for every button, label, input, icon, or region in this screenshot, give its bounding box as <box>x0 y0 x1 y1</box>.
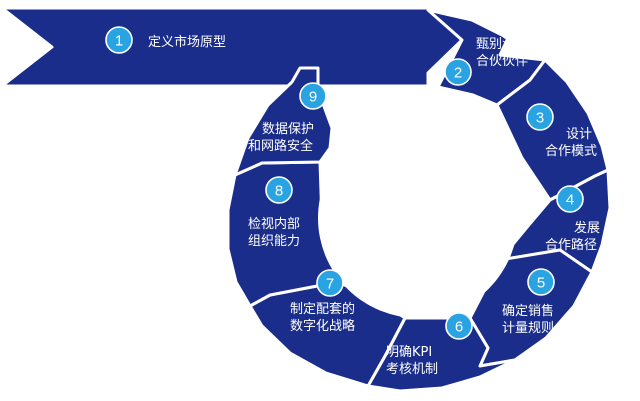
step-4-label-line1: 发展 <box>574 220 600 236</box>
step-2-label-line2: 合伙伙伴 <box>476 54 528 69</box>
step-9-label-line2: 和网路安全 <box>248 138 313 154</box>
step-1-badge: 1 <box>105 26 133 54</box>
step-2-label-line1: 甄别潜在 <box>476 37 528 52</box>
step-7-label-line1: 制定配套的 <box>290 301 355 317</box>
step-3-label-line1: 设计 <box>566 127 592 142</box>
step-8-label-line1: 检视内部 <box>248 216 300 232</box>
svg-text:9: 9 <box>309 89 317 106</box>
step-3-badge: 3 <box>526 103 554 131</box>
step-7-badge: 7 <box>316 269 344 297</box>
svg-text:5: 5 <box>537 275 545 292</box>
svg-text:7: 7 <box>326 276 334 293</box>
step-7-label-line2: 数字化战略 <box>290 318 355 334</box>
step-8-badge: 8 <box>265 176 293 204</box>
step-9-badge: 9 <box>299 82 327 110</box>
svg-text:8: 8 <box>275 183 283 200</box>
step-6-label-line1: 明确KPI <box>386 345 432 360</box>
svg-text:2: 2 <box>454 65 462 82</box>
step-5-label-line2: 计量规则 <box>502 321 554 336</box>
step-5-label-line1: 确定销售 <box>502 303 554 319</box>
svg-text:6: 6 <box>455 319 463 336</box>
svg-text:4: 4 <box>566 192 574 209</box>
step-6-badge: 6 <box>445 312 473 340</box>
step-1-label: 定义市场原型 <box>148 34 226 50</box>
svg-text:3: 3 <box>536 110 544 127</box>
svg-text:1: 1 <box>115 33 123 50</box>
step-9-label-line1: 数据保护 <box>262 122 314 137</box>
step-5-badge: 5 <box>527 268 555 296</box>
step-8-label-line2: 组织能力 <box>248 234 300 249</box>
center-hole <box>318 118 518 318</box>
step-4-label-line2: 合作路径 <box>545 237 597 253</box>
step-6-label-line2: 考核机制 <box>386 362 438 377</box>
step-2-badge: 2 <box>444 58 472 86</box>
step-1-banner <box>0 6 464 88</box>
step-3-label-line2: 合作模式 <box>545 144 597 159</box>
step-4-badge: 4 <box>556 185 584 213</box>
